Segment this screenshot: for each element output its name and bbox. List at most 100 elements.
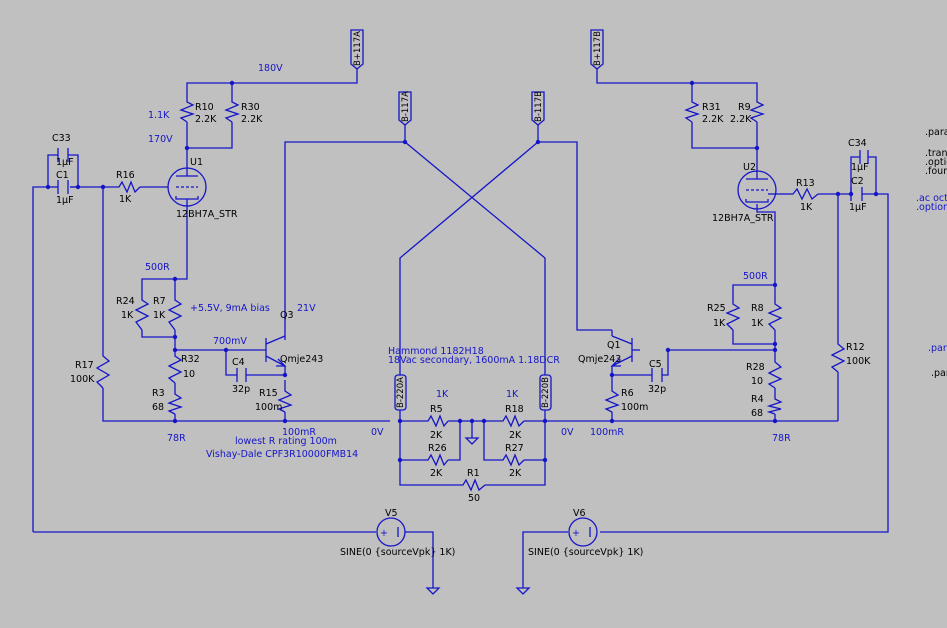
resistor-r18 [500,414,525,428]
capacitor-c1 [50,180,69,194]
tube-u2 [737,170,777,210]
svg-text:R9: R9 [738,102,751,113]
net-flag-b117b [590,29,604,70]
svg-text:1K: 1K [800,202,813,213]
net-flag-b-220b [539,374,552,411]
svg-text:2K: 2K [509,430,522,441]
svg-text:R28: R28 [746,362,765,373]
svg-text:R17: R17 [75,360,94,371]
resistor-r25 [725,300,741,331]
svg-text:.options: .options [916,202,947,213]
svg-text:32p: 32p [648,384,666,395]
svg-text:10: 10 [183,369,195,380]
source-v6: + [568,517,598,547]
svg-text:R16: R16 [116,170,135,181]
svg-text:500R: 500R [743,271,768,282]
svg-text:+: + [380,528,388,539]
net-flag-b-117b [531,91,545,126]
annotations: 180V 1.1K 170V 500R 500R +5.5V, 9mA bias… [145,63,791,460]
svg-text:R31: R31 [702,102,721,113]
svg-text:500R: 500R [145,262,170,273]
resistor-r10 [179,99,196,123]
capacitors [50,148,869,382]
transistor-q3 [265,335,287,375]
svg-text:U1: U1 [190,157,203,168]
svg-text:100K: 100K [846,356,871,367]
svg-text:R6: R6 [621,388,634,399]
svg-text:180V: 180V [258,63,283,74]
resistor-r8 [767,300,783,331]
svg-text:1K: 1K [119,194,132,205]
svg-text:.par: .par [931,368,947,379]
net-flag-b-117a [398,91,412,126]
capacitor-c2 [850,187,863,201]
junctions [45,80,879,463]
svg-text:B-117A: B-117A [401,91,411,122]
svg-text:2K: 2K [430,430,443,441]
svg-text:1µF: 1µF [849,202,867,213]
capacitor-c34 [859,150,869,164]
svg-text:C4: C4 [232,357,245,368]
svg-text:2.2K: 2.2K [195,114,217,125]
svg-text:32p: 32p [232,384,250,395]
source-v5: + [376,517,406,547]
svg-text:100m: 100m [255,402,282,413]
svg-text:.fourier: .fourier [925,166,947,177]
resistor-r7 [167,296,183,331]
resistor-r13 [790,187,819,201]
svg-text:Q1: Q1 [607,340,621,351]
svg-text:R24: R24 [116,296,135,307]
resistor-r16 [116,180,141,194]
svg-text:R27: R27 [505,443,524,454]
svg-text:V6: V6 [573,508,586,519]
svg-text:SINE(0 {sourceVpk} 1K): SINE(0 {sourceVpk} 1K) [340,547,455,558]
svg-text:C33: C33 [52,133,71,144]
svg-text:+5.5V, 9mA bias: +5.5V, 9mA bias [190,303,270,314]
svg-text:Hammond 1182H18: Hammond 1182H18 [388,346,484,357]
resistor-r4 [766,396,783,415]
net-flag-b-220a [394,374,407,411]
svg-text:18Vac secondary, 1600mA 1.18DC: 18Vac secondary, 1600mA 1.18DCR [388,355,560,366]
svg-text:2K: 2K [430,468,443,479]
svg-text:1µF: 1µF [851,162,869,173]
svg-text:100K: 100K [70,374,95,385]
svg-text:68: 68 [152,402,164,413]
svg-text:1.1K: 1.1K [148,110,170,121]
transistor-q1 [610,330,633,375]
svg-text:68: 68 [751,408,763,419]
svg-text:R30: R30 [241,102,260,113]
svg-text:700mV: 700mV [213,336,247,347]
svg-text:.param: .param [925,127,947,138]
svg-text:U2: U2 [743,162,756,173]
svg-text:1K: 1K [121,310,134,321]
svg-text:1µF: 1µF [56,195,74,206]
wires [32,68,889,588]
svg-text:C1: C1 [56,170,69,181]
resistor-r31 [684,99,701,123]
resistor-r30 [224,99,241,123]
svg-text:.option: .option [925,157,947,168]
svg-text:0V: 0V [371,427,384,438]
svg-text:R7: R7 [153,296,166,307]
svg-text:1µF: 1µF [56,157,74,168]
svg-text:2.2K: 2.2K [241,114,263,125]
resistor-r12 [830,340,846,373]
resistor-r28 [767,358,783,389]
resistor-r5 [425,414,449,428]
svg-text:R10: R10 [195,102,214,113]
resistor-r15 [277,388,293,413]
svg-text:78R: 78R [772,433,791,444]
svg-text:R5: R5 [430,404,443,415]
svg-text:100m: 100m [621,402,648,413]
svg-text:B+117B: B+117B [593,31,603,66]
svg-text:Qmje243: Qmje243 [280,354,323,365]
svg-text:R8: R8 [751,303,764,314]
resistor-r6 [604,388,620,413]
svg-text:50: 50 [468,493,480,504]
svg-text:100mR: 100mR [282,427,316,438]
svg-text:C2: C2 [851,176,864,187]
net-flag-b117a [350,29,364,70]
svg-text:78R: 78R [167,433,186,444]
